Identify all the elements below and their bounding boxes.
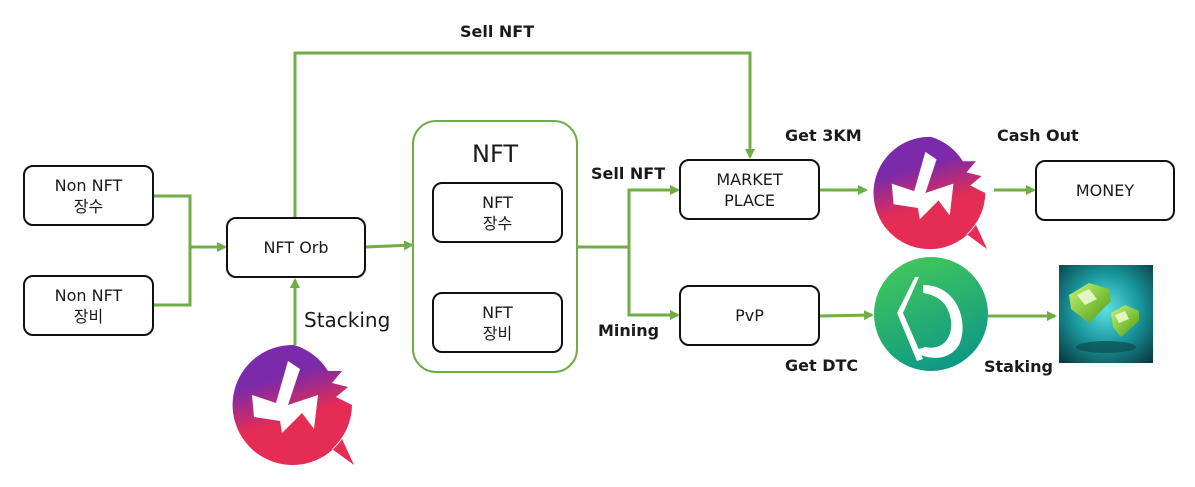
label-sell-nft-top: Sell NFT [460,22,535,41]
edge-orb-to-nft [365,240,414,251]
nft-group-title: NFT [472,140,518,168]
node-nft-equipment: NFT 장비 [432,292,563,353]
3km-logo-icon [873,136,988,250]
node-nft-general: NFT 장수 [432,182,563,243]
edge-non-nft-general [153,194,192,247]
node-pvp: PvP [679,285,820,346]
label-get-3km: Get 3KM [785,126,862,145]
edge-mining-to-pvp [627,247,680,320]
dtc-logo-icon [874,257,988,371]
label-staking: Staking [984,357,1053,376]
node-money: MONEY [1035,160,1175,221]
edge-orb-sell-marketplace [293,51,755,217]
edge-pvp-to-dtc [819,310,874,321]
node-nft-orb: NFT Orb [226,217,366,278]
green-gems-icon [1059,265,1153,363]
edge-sell-to-marketplace [627,185,680,247]
edge-non-nft-equipment [153,247,192,307]
3km-logo-icon [232,344,354,465]
node-non-nft-equipment: Non NFT 장비 [23,275,154,336]
label-stacking: Stacking [304,308,391,332]
label-sell-nft: Sell NFT [591,164,666,183]
label-get-dtc: Get DTC [785,356,859,375]
label-cash-out: Cash Out [997,126,1079,145]
node-non-nft-general: Non NFT 장수 [23,165,154,226]
node-marketplace: MARKET PLACE [679,159,820,220]
label-mining: Mining [598,321,660,340]
